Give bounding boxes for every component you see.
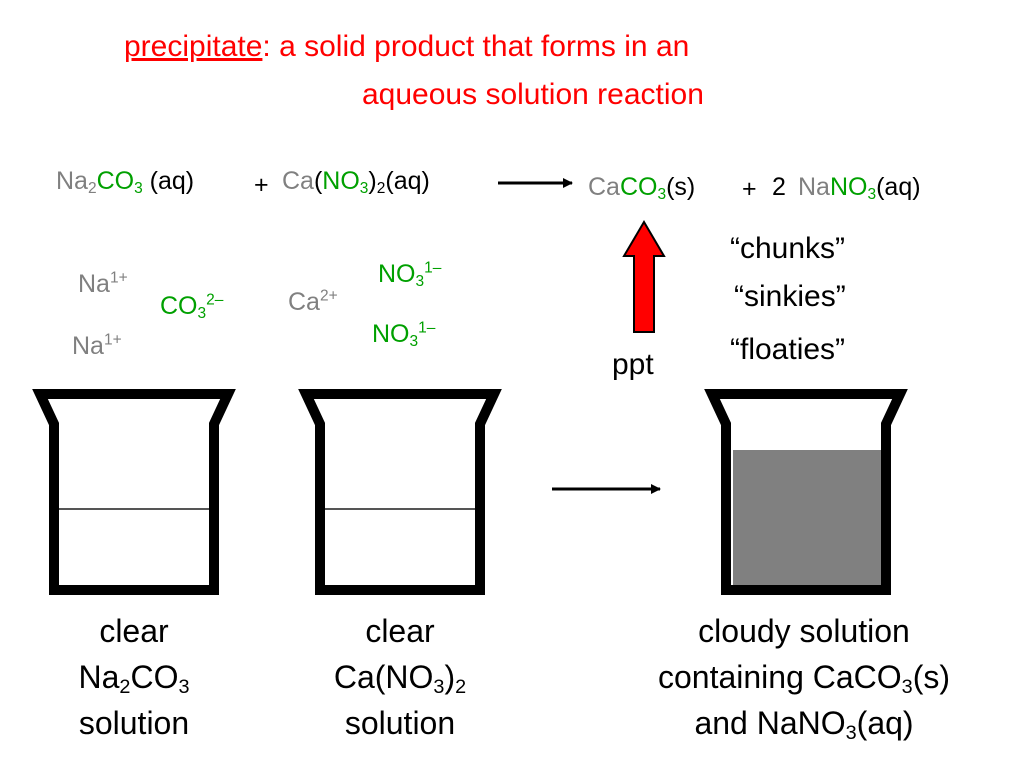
- reactant-sodium-carbonate: Na2CO3 (aq): [56, 167, 195, 197]
- ion-carbonate: CO32–: [160, 291, 224, 322]
- title-definition: : a solid product that forms in an: [262, 30, 690, 63]
- title-line-2: aqueous solution reaction: [362, 78, 704, 111]
- coefficient-2: 2: [772, 173, 786, 201]
- nickname-chunks: “chunks”: [730, 232, 846, 265]
- beaker-cloudy-mixture: [704, 389, 908, 595]
- ion-calcium: Ca2+: [288, 287, 338, 316]
- ion-nitrate-1: NO31–: [378, 259, 442, 290]
- caption-middle: clear Ca(NO3)2 solution: [333, 613, 467, 741]
- caption-right: cloudy solution containing CaCO3(s) and …: [657, 613, 951, 744]
- product-sodium-nitrate: NaNO3(aq): [798, 173, 921, 203]
- reactant-calcium-nitrate: Ca(NO3)2(aq): [282, 167, 430, 197]
- beaker-calcium-nitrate: [298, 389, 502, 595]
- caption-left: clear Na2CO3 solution: [78, 613, 190, 741]
- title-line-1: precipitate: a solid product that forms …: [124, 30, 689, 64]
- ppt-label: ppt: [612, 348, 654, 381]
- nickname-sinkies: “sinkies”: [734, 280, 846, 313]
- precipitate-arrow: [622, 220, 666, 333]
- beaker-sodium-carbonate: [32, 389, 236, 595]
- ion-sodium-2: Na1+: [72, 331, 122, 360]
- plus-sign-2: +: [742, 175, 757, 203]
- plus-sign-1: +: [254, 171, 269, 199]
- ion-sodium-1: Na1+: [78, 269, 128, 298]
- product-calcium-carbonate: CaCO3(s): [588, 173, 696, 203]
- ion-nitrate-2: NO31–: [372, 319, 436, 350]
- cloudy-liquid: [733, 450, 883, 586]
- nickname-floaties: “floaties”: [730, 333, 846, 366]
- term-precipitate: precipitate: [124, 30, 263, 63]
